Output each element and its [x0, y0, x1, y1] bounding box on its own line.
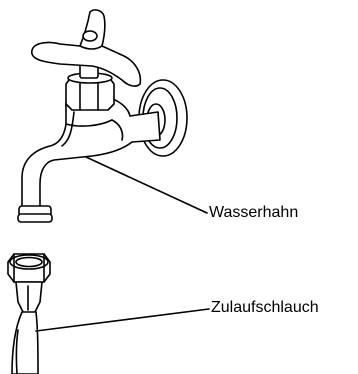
hose [11, 311, 39, 374]
label-wasserhahn: Wasserhahn [209, 204, 299, 221]
spout-outlet [17, 205, 53, 223]
label-zulaufschlauch: Zulaufschlauch [211, 299, 319, 316]
hose-ferrule [15, 281, 43, 315]
hose-coupling [7, 253, 51, 283]
leader-line-tap [85, 156, 208, 214]
leader-line-hose [35, 308, 210, 332]
tap-handle [31, 9, 142, 87]
